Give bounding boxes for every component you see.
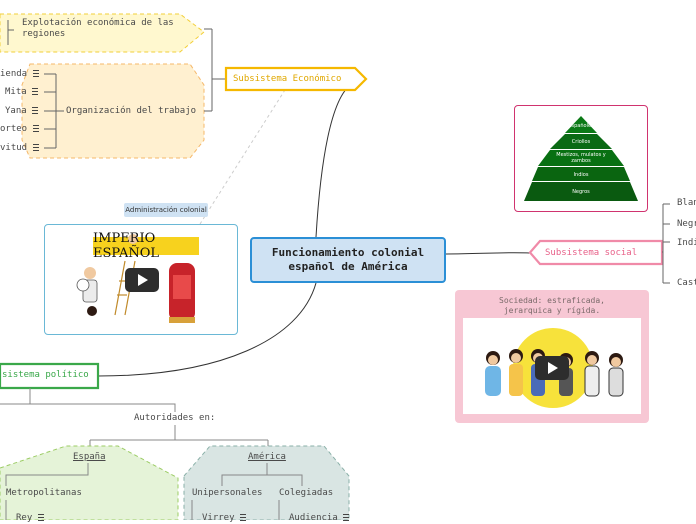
trabajo-item-1[interactable]: Mita [5,87,39,98]
social-title[interactable]: Subsistema social [545,248,638,258]
politico-title[interactable]: sistema político [2,370,89,380]
bracket-explotacion-left [7,20,14,45]
social-video-thumbnail[interactable] [463,318,641,414]
bracket-america [221,463,303,486]
menu-icon [32,107,39,114]
menu-icon [32,88,39,95]
social-branch-1[interactable]: Negr [677,219,696,229]
autoridades-label[interactable]: Autoridades en: [134,413,216,423]
connector-central-politico [97,282,317,377]
imperio-illustration [76,234,199,323]
central-title: Funcionamiento colonial español de Améri… [271,246,425,273]
america-label[interactable]: América [248,452,286,462]
social-branch-2[interactable]: Indi [677,238,696,248]
social-node-shape[interactable] [528,239,664,266]
play-icon[interactable] [125,268,159,292]
green-bubble-espana [0,445,179,520]
menu-icon [32,70,39,77]
colegiadas-label[interactable]: Colegiadas [279,488,334,498]
pyramid-image-card[interactable]: Españoles Criollos Mestizos, mulatos y z… [514,105,648,212]
gray-bubble-america [183,445,350,520]
bracket-economico [204,28,225,112]
espana-label[interactable]: España [73,452,106,462]
organizacion-label[interactable]: Organización del trabajo [66,106,197,116]
play-icon[interactable] [535,356,569,380]
imperio-image-text: IMPERIO ESPAÑOL [93,231,160,261]
social-card-title: Sociedad: estraficada, jerarquica y rígi… [499,296,605,315]
pyramid-level-2: Mestizos, mulatos y zambos [556,152,606,164]
administracion-tag[interactable]: Administración colonial [124,203,208,217]
bracket-politico [0,388,176,412]
social-pyramid [524,116,638,201]
bracket-social [662,203,670,284]
yellow-bubble-organizacion [21,63,205,159]
pyramid-level-3: Indios [573,172,589,178]
connector-central-social [445,252,531,255]
trabajo-item-3[interactable]: orteo [0,124,39,135]
trabajo-item-0[interactable]: ienda [0,69,39,80]
pyramid-level-1: Criollos [571,139,591,145]
trabajo-item-4[interactable]: vitud [0,143,39,154]
metropolitanas-label[interactable]: Metropolitanas [6,488,82,498]
social-branch-3[interactable]: Cast [677,278,696,288]
connector-central-economico [315,81,357,238]
explotacion-label[interactable]: Explotación económica de las regiones [22,18,174,39]
central-topic[interactable]: Funcionamiento colonial español de Améri… [250,237,446,283]
pyramid-level-0: Españoles [568,123,594,129]
bracket-espana [5,463,89,486]
economico-node-shape[interactable] [224,66,368,92]
audiencia-label[interactable]: Audiencia [289,513,350,524]
menu-icon [32,144,39,151]
bracket-autoridades [89,425,269,450]
social-branch-0[interactable]: Blan [677,198,696,208]
trabajo-item-2[interactable]: Yana [5,106,39,117]
politico-node-shape[interactable] [0,362,100,390]
bracket-organizacion [44,73,64,149]
unipersonales-label[interactable]: Unipersonales [192,488,263,498]
pyramid-level-4: Negros [572,189,590,195]
connector-dashed-admin [199,81,291,225]
imperio-video-card[interactable]: IMPERIO ESPAÑOL [44,224,238,335]
economico-title[interactable]: Subsistema Económico [233,74,342,84]
social-video-card[interactable]: Sociedad: estraficada, jerarquica y rígi… [455,290,649,423]
menu-icon [32,125,39,132]
yellow-bubble-explotacion [0,13,205,53]
rey-label[interactable]: Rey [16,513,44,524]
virrey-label[interactable]: Virrey [202,513,246,524]
